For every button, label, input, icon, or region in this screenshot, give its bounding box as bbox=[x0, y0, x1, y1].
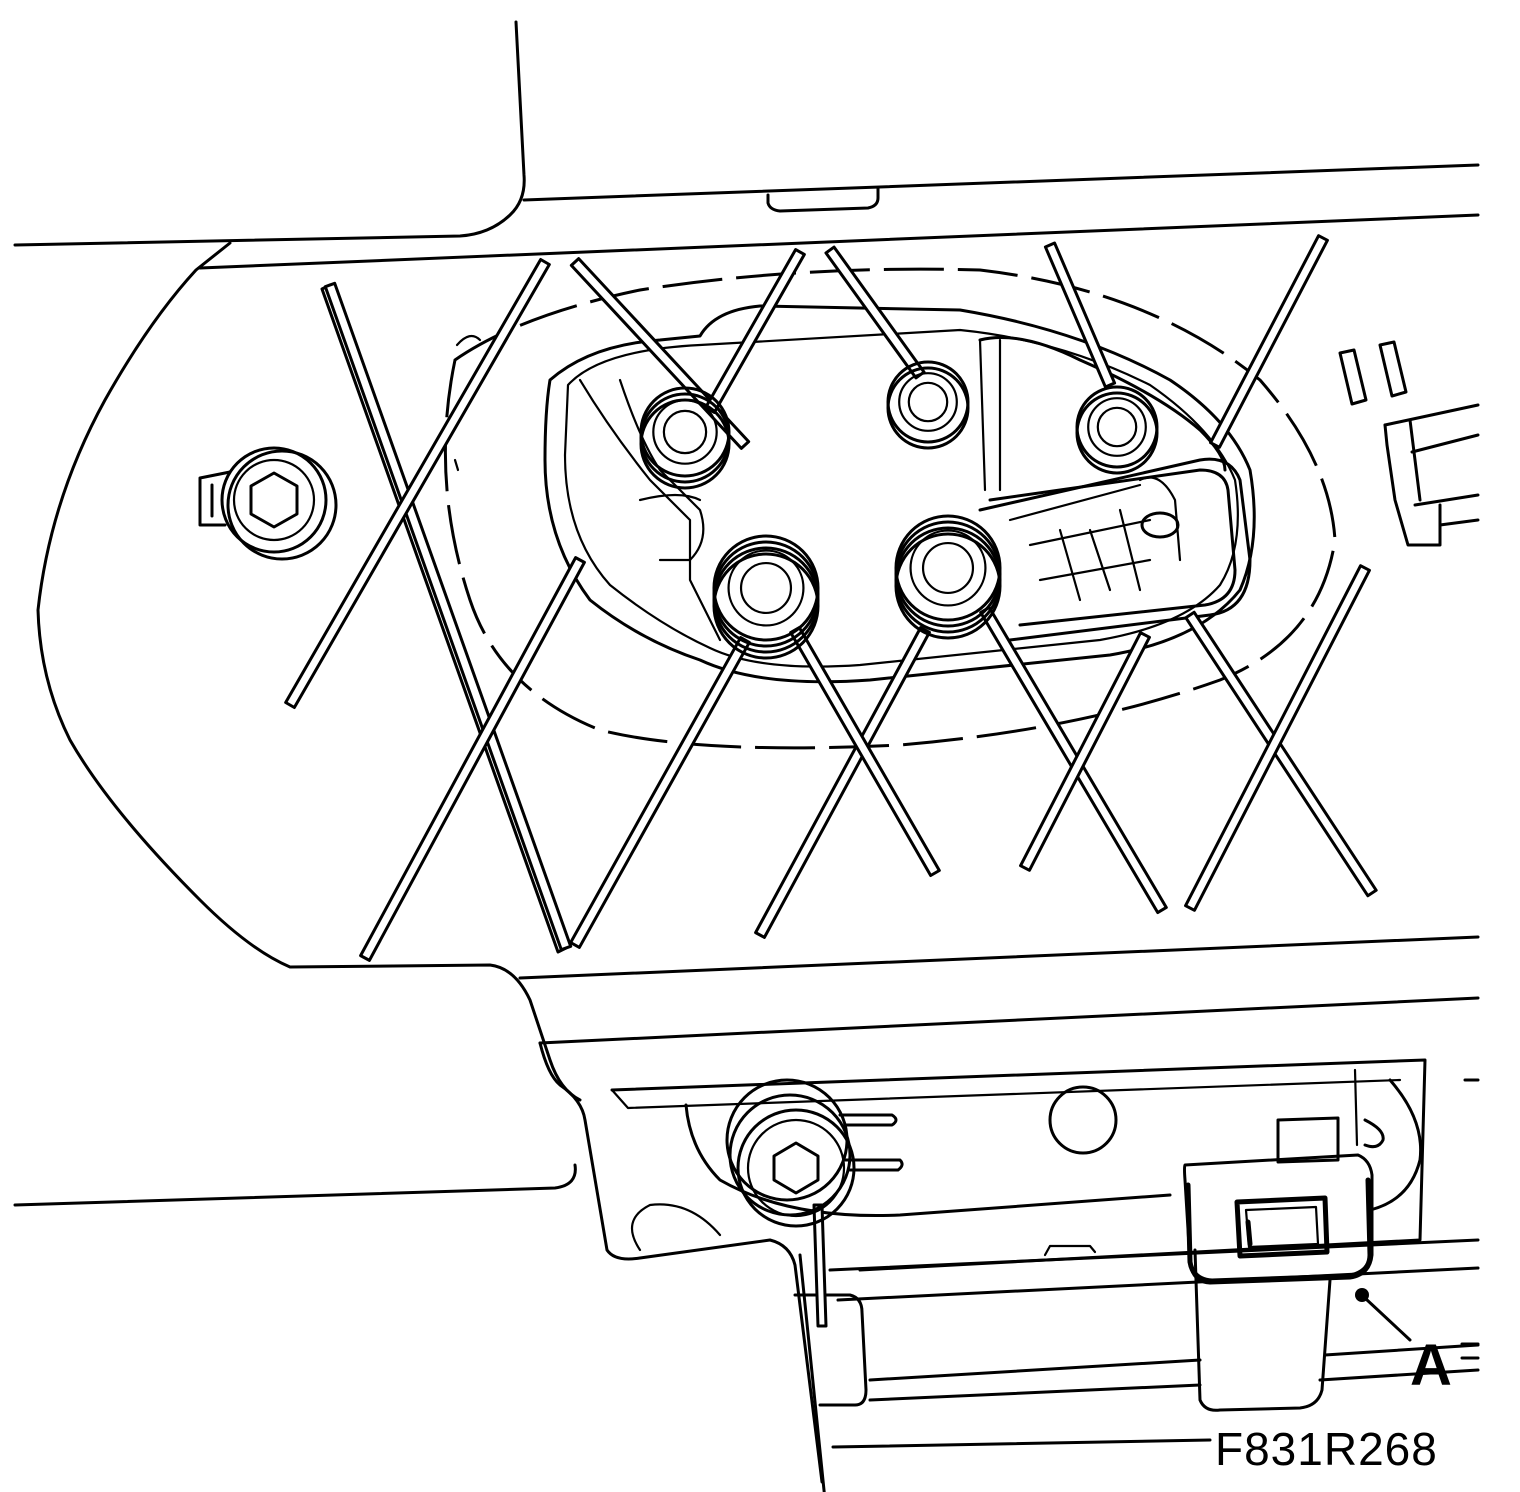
spring-bushing bbox=[1075, 385, 1159, 475]
spring-wire bbox=[284, 258, 551, 709]
inner-mechanism-plate bbox=[453, 304, 1256, 684]
spring-wire bbox=[569, 636, 751, 949]
spring-wire bbox=[704, 248, 806, 414]
spring-wire bbox=[824, 245, 926, 380]
spring-wire bbox=[1184, 564, 1371, 912]
lower-hex-bolt bbox=[725, 1078, 904, 1228]
spring-wire bbox=[1184, 610, 1378, 898]
callout-a: A bbox=[1355, 1288, 1480, 1398]
spring-bushings bbox=[639, 360, 1159, 660]
spring-bushing bbox=[639, 386, 731, 490]
clip-component-a bbox=[1183, 1068, 1374, 1412]
figure-id: F831R268 bbox=[1215, 1423, 1438, 1475]
spring-wire bbox=[1019, 631, 1151, 872]
callout-a-label: A bbox=[1410, 1333, 1452, 1398]
spring-wire bbox=[1209, 234, 1329, 449]
spring-bushing bbox=[886, 360, 970, 450]
hinge-fitting bbox=[1338, 340, 1480, 547]
slider-block bbox=[793, 1085, 1385, 1407]
upper-frame bbox=[13, 20, 1480, 270]
spring-wire bbox=[1043, 241, 1117, 389]
spring-wire bbox=[754, 626, 931, 939]
cushion-recess-dashed-outline bbox=[443, 267, 1337, 750]
callout-a-leader bbox=[1364, 1297, 1412, 1342]
left-hex-bolt bbox=[198, 446, 338, 561]
spring-wire bbox=[323, 281, 573, 952]
spring-bushing bbox=[894, 514, 1002, 640]
spring-wires bbox=[284, 234, 1378, 962]
spring-wire bbox=[359, 556, 586, 962]
spring-bushing bbox=[712, 534, 820, 660]
seat-pan-outline bbox=[36, 241, 582, 1102]
